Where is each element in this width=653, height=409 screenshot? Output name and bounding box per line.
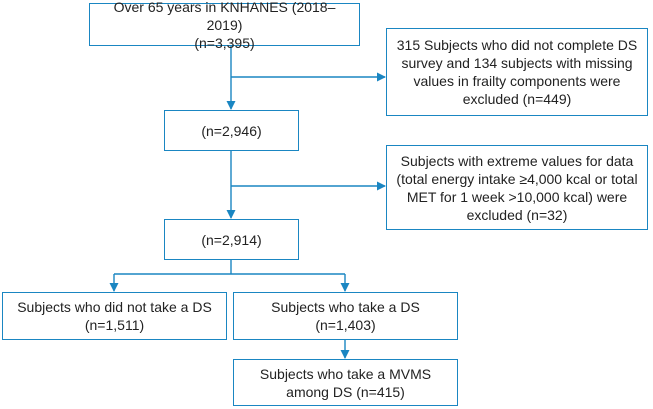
no-ds-box-text: Subjects who did not take a DS (n=1,511)	[17, 299, 212, 333]
exclusion-box-2-text: Subjects with extreme values for data (t…	[396, 152, 638, 223]
step3-box-text: (n=2,914)	[201, 231, 262, 248]
mvms-box-text: Subjects who take a MVMS among DS (n=415…	[259, 365, 432, 400]
exclusion-box-1-text: 315 Subjects who did not complete DS sur…	[396, 37, 638, 107]
start-box-text: Over 65 years in KNHANES (2018–2019) (n=…	[113, 0, 336, 51]
step2-box: (n=2,946)	[164, 110, 299, 151]
ds-box-text: Subjects who take a DS (n=1,403)	[271, 299, 420, 333]
step3-box: (n=2,914)	[164, 219, 299, 260]
start-box: Over 65 years in KNHANES (2018–2019) (n=…	[89, 0, 360, 51]
step2-box-text: (n=2,946)	[201, 122, 262, 139]
no-ds-box: Subjects who did not take a DS (n=1,511)	[2, 292, 227, 340]
mvms-box: Subjects who take a MVMS among DS (n=415…	[233, 359, 458, 406]
exclusion-box-1: 315 Subjects who did not complete DS sur…	[386, 28, 648, 116]
ds-box: Subjects who take a DS (n=1,403)	[233, 292, 458, 340]
exclusion-box-2: Subjects with extreme values for data (t…	[386, 145, 648, 230]
